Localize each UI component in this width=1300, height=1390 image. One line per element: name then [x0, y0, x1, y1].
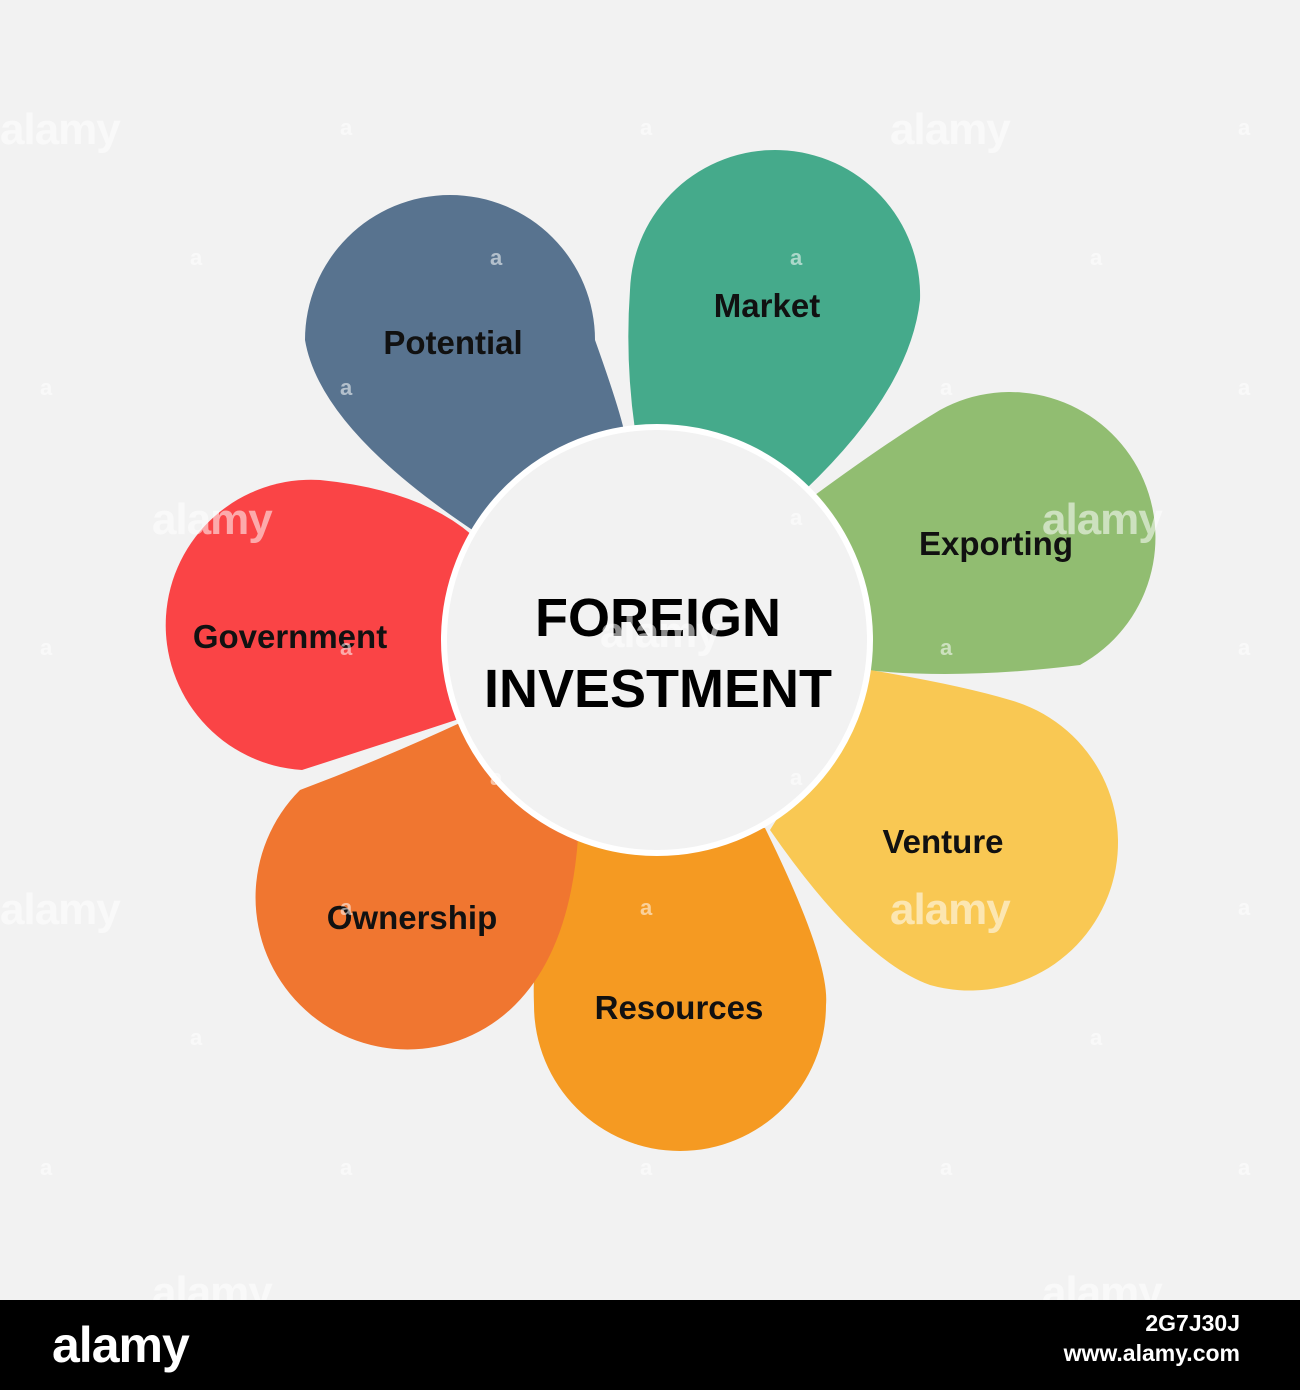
footer-site-url[interactable]: www.alamy.com [1063, 1340, 1240, 1366]
watermark-mark: a [340, 1155, 353, 1180]
foreign-investment-flower-diagram: FOREIGN INVESTMENT Potential Market Expo… [165, 150, 1156, 1151]
petal-market [628, 150, 921, 491]
watermark-text: alamy [890, 105, 1011, 154]
footer-bar: alamy 2G7J30J www.alamy.com [0, 1300, 1300, 1390]
petal-label-resources: Resources [595, 989, 764, 1026]
watermark-mark: a [1090, 1025, 1103, 1050]
center-title-line2: INVESTMENT [484, 659, 832, 719]
center-title-line1: FOREIGN [535, 588, 781, 648]
watermark-mark: a [1238, 635, 1251, 660]
watermark-text: alamy [152, 495, 273, 544]
petal-venture [770, 670, 1119, 991]
petal-label-exporting: Exporting [919, 525, 1073, 562]
watermark-mark: a [190, 1025, 203, 1050]
watermark-text: alamy [600, 608, 721, 657]
watermark-mark: a [340, 635, 353, 660]
watermark-mark: a [790, 245, 803, 270]
watermark-mark: a [190, 245, 203, 270]
watermark-mark: a [1238, 375, 1251, 400]
watermark-mark: a [640, 1155, 653, 1180]
watermark-mark: a [940, 1155, 953, 1180]
watermark-text: alamy [890, 885, 1011, 934]
watermark-mark: a [1238, 115, 1251, 140]
watermark-mark: a [940, 635, 953, 660]
petal-label-market: Market [714, 287, 820, 324]
watermark-mark: a [1238, 895, 1251, 920]
watermark-mark: a [340, 375, 353, 400]
watermark-mark: a [40, 635, 53, 660]
watermark-mark: a [790, 505, 803, 530]
watermark-text: alamy [1042, 495, 1163, 544]
petal-label-ownership: Ownership [327, 899, 498, 936]
petal-resources [533, 828, 827, 1151]
watermark-mark: a [340, 895, 353, 920]
watermark-mark: a [790, 765, 803, 790]
watermark-mark: a [940, 375, 953, 400]
watermark-text: alamy [0, 105, 121, 154]
petal-government [165, 479, 472, 770]
footer-image-info: 2G7J30J www.alamy.com [1064, 1308, 1240, 1368]
footer-image-id: 2G7J30J [1145, 1310, 1240, 1336]
petal-potential [305, 195, 625, 535]
petal-label-venture: Venture [882, 823, 1003, 860]
watermark-mark: a [1238, 1155, 1251, 1180]
petal-exporting [815, 392, 1156, 674]
watermark-mark: a [1090, 245, 1103, 270]
petals-group [165, 150, 1156, 1151]
petal-label-government: Government [193, 618, 387, 655]
watermark-mark: a [40, 375, 53, 400]
watermark-mark: a [340, 115, 353, 140]
petal-label-potential: Potential [383, 324, 522, 361]
petal-ownership [255, 722, 578, 1050]
watermark-mark: a [490, 245, 503, 270]
watermark-mark: a [640, 895, 653, 920]
watermark-mark: a [40, 1155, 53, 1180]
watermark-text: alamy [0, 885, 121, 934]
watermark-mark: a [640, 115, 653, 140]
footer-logo[interactable]: alamy [52, 1317, 190, 1373]
watermark-mark: a [490, 765, 503, 790]
center-circle [441, 424, 873, 856]
